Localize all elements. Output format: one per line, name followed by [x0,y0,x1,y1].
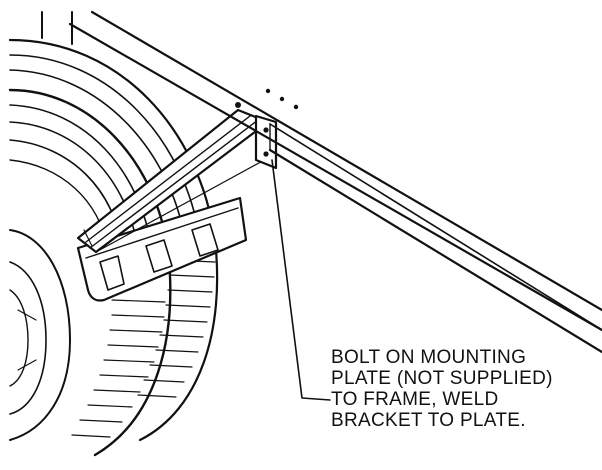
fender-bracket [76,108,270,254]
callout-line-3: TO FRAME, WELD [331,389,499,410]
front-tire-tread [71,299,166,438]
callout-line-4: BRACKET TO PLATE. [331,410,526,431]
bolt-icon [235,102,241,108]
wheel-hub [9,229,71,441]
leader-line [271,159,331,401]
vertical-post [41,11,73,45]
fender-slots [99,223,219,291]
bolt-icon [263,151,269,157]
rivet-icon [279,96,285,102]
callout-line-1: BOLT ON MOUNTING [331,347,527,368]
frame-rail [68,10,602,354]
rear-tire-tread [137,259,216,398]
rivet-icon [293,104,299,110]
callout-note: BOLT ON MOUNTING PLATE (NOT SUPPLIED) TO… [331,347,593,431]
callout-line-2: PLATE (NOT SUPPLIED) [331,368,553,389]
bolt-icon [263,127,269,133]
mounting-plate [235,102,278,170]
fender [76,196,248,302]
rivet-icon [265,88,271,94]
